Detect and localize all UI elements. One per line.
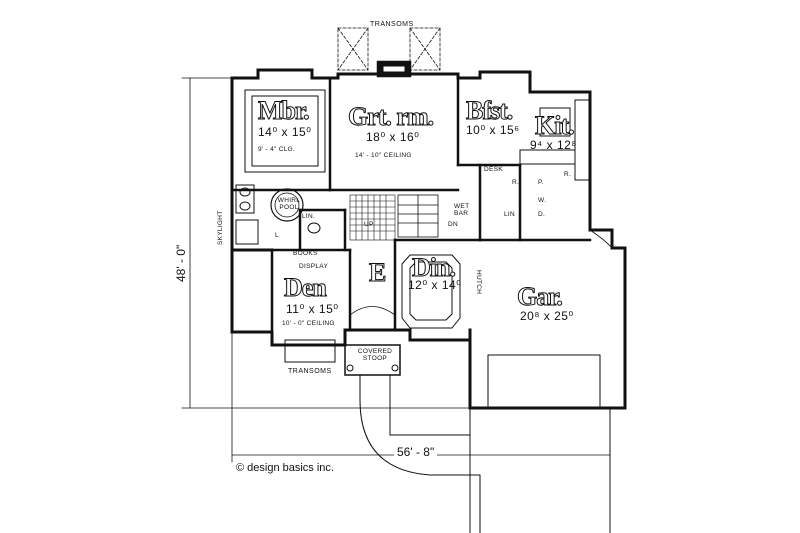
- width-dimension: 56' - 8": [394, 446, 438, 458]
- covered-stoop-label: COVERED STOOP: [357, 348, 393, 362]
- breakfast-name: Bfst.: [465, 96, 513, 125]
- den-bay: [284, 339, 336, 363]
- master-ceiling-note: 9' - 4" CLG.: [258, 146, 296, 153]
- up-label: UP: [364, 221, 374, 228]
- books-label: BOOKS: [293, 250, 318, 257]
- kitchen-size: 9⁴ x 12⁸: [530, 138, 577, 152]
- dn-label: DN: [448, 221, 458, 228]
- hutch-label: HUTCH: [475, 270, 482, 295]
- r-mid-label: R.: [512, 179, 520, 186]
- l-label: L: [275, 232, 279, 239]
- master-bedroom-name: Mbr.: [258, 96, 311, 125]
- transoms-top-label: TRANSOMS: [370, 21, 414, 28]
- master-bath-fixtures: [235, 184, 321, 245]
- linen-bath-label: LIN.: [302, 213, 316, 220]
- garage-name: Gar.: [517, 282, 564, 311]
- p-top-label: P.: [538, 179, 544, 186]
- den-size: 11⁰ x 15⁰: [286, 302, 339, 316]
- garage-size: 20⁸ x 25⁰: [520, 309, 574, 323]
- entry-name: E: [368, 258, 386, 287]
- driveway: [469, 354, 611, 533]
- den-name: Den: [284, 273, 328, 302]
- entry-door-swing: [349, 306, 396, 316]
- master-tray: [244, 89, 326, 173]
- dining-name: Din.: [412, 253, 457, 282]
- kitchen-name: Kit.: [535, 111, 576, 140]
- skylight-label: SKYLIGHT: [217, 210, 224, 245]
- whirlpool-label: WHIRL POOL: [277, 197, 301, 211]
- stairs: [397, 194, 439, 238]
- r-top-label: R.: [564, 171, 572, 178]
- kitchen-counters: [519, 99, 590, 181]
- breakfast-size: 10⁰ x 15⁶: [466, 123, 520, 137]
- dining-tray: [401, 254, 461, 329]
- great-room-ceiling-note: 14' - 10" CEILING: [355, 152, 412, 159]
- depth-dimension: 48' - 0": [174, 244, 188, 282]
- master-bedroom-size: 14⁰ x 15⁰: [258, 125, 312, 139]
- walkway: [359, 374, 481, 533]
- desk-label: DESK: [484, 166, 503, 173]
- covered-stoop: [344, 344, 401, 376]
- transoms-bottom-label: TRANSOMS: [288, 368, 332, 375]
- den-ceiling-note: 10' - 0" CEILING: [282, 320, 335, 327]
- transom-windows-top: [337, 27, 441, 71]
- whirlpool-tub: [270, 188, 304, 222]
- great-room-size: 18⁰ x 16⁰: [366, 130, 420, 144]
- linen-laundry-label: LIN: [504, 211, 516, 218]
- wet-bar-label: WET BAR: [454, 203, 470, 217]
- foyer-tile: [349, 194, 396, 241]
- w-label: W.: [538, 197, 547, 204]
- display-label: DISPLAY: [299, 263, 329, 270]
- d-label: D.: [538, 211, 546, 218]
- great-room-name: Grt. rm.: [347, 102, 434, 131]
- credit-label: © design basics inc.: [236, 462, 334, 474]
- dining-size: 12⁰ x 14⁰: [408, 278, 462, 292]
